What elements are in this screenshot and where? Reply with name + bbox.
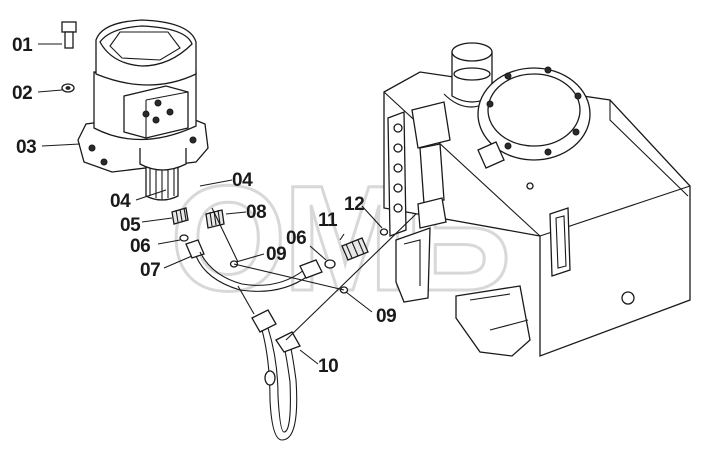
callout-01: 01	[12, 35, 33, 56]
bolt-01	[61, 21, 77, 49]
callout-06-left: 06	[130, 236, 150, 257]
callout-03: 03	[16, 137, 36, 158]
callout-12: 12	[344, 194, 364, 215]
fitting-08	[205, 209, 225, 229]
oring-06-right	[324, 259, 336, 269]
fitting-05	[171, 207, 189, 225]
hose-10	[237, 285, 301, 441]
callout-09-lower: 09	[376, 306, 396, 327]
callout-02: 02	[12, 83, 32, 104]
callout-11: 11	[318, 210, 338, 231]
callout-08: 08	[246, 202, 266, 223]
callouts: 01 02 03 04 04 05 06 06 07 08 09 09 10 1…	[12, 35, 397, 377]
swing-motor	[77, 19, 209, 201]
hydraulic-tank	[383, 42, 691, 357]
adapter-11	[341, 237, 369, 261]
callout-05: 05	[120, 215, 141, 236]
oring-12	[379, 228, 389, 236]
oring-06-left	[179, 234, 189, 242]
washer-02	[61, 83, 75, 93]
callout-07: 07	[140, 260, 160, 281]
callout-04-left: 04	[110, 191, 131, 212]
callout-09-upper: 09	[266, 244, 286, 265]
leader-lines	[37, 43, 417, 365]
callout-06-right: 06	[286, 228, 306, 249]
callout-10: 10	[318, 356, 338, 377]
callout-04-right: 04	[232, 170, 253, 191]
